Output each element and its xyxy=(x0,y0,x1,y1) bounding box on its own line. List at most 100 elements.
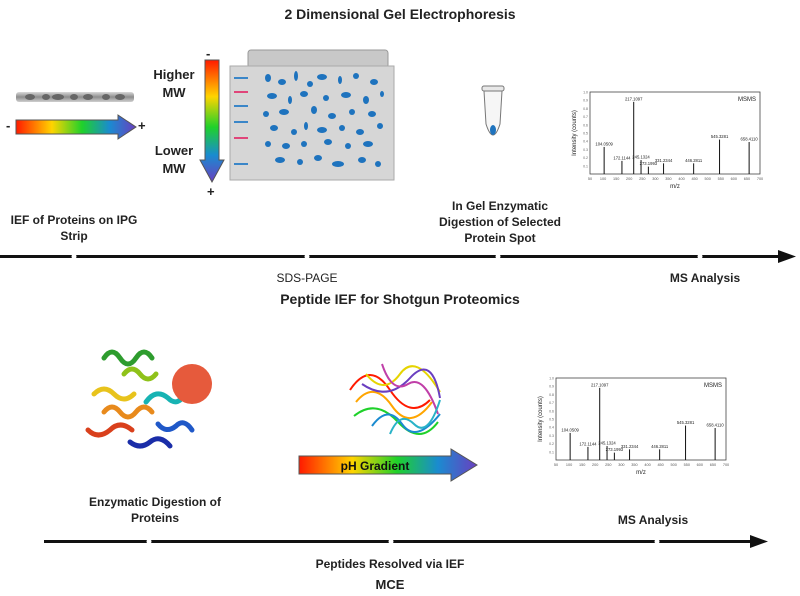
step-sds-page-label: SDS-PAGE xyxy=(276,271,338,285)
spectrum-top-ytick: 0.5 xyxy=(583,132,588,136)
spectrum-top-peak-label: 658.4110 xyxy=(741,137,759,142)
spectrum-top-peak-label: 331.2344 xyxy=(655,158,673,163)
step-digestion-label: In Gel Enzymatic Digestion of Selected P… xyxy=(438,199,562,245)
ipg-strip-image xyxy=(16,92,134,102)
spectrum-bottom-xtick: 550 xyxy=(684,463,690,467)
ms-spectrum-bottom: MSMS Intensity (counts) m/z 1.0 0.9 0.8 0.7 0.6… xyxy=(538,377,729,477)
bottom-timeline-arrow xyxy=(44,535,768,548)
strip-plus-label: + xyxy=(138,118,146,133)
spectrum-top-ytick: 0.6 xyxy=(583,123,588,127)
spectrum-top-xlabel: m/z xyxy=(670,184,680,190)
spectrum-bottom-xtick: 650 xyxy=(710,463,716,467)
spectrum-top-xtick: 150 xyxy=(613,177,619,181)
spectrum-bottom-tag: MSMS xyxy=(704,383,722,389)
peptides-image xyxy=(349,363,441,435)
spectrum-bottom-peak-label: 545.3281 xyxy=(677,420,695,425)
spectrum-bottom-xtick: 100 xyxy=(566,463,572,467)
spectrum-top-peak-label: 545.3281 xyxy=(711,134,729,139)
spectrum-top-xtick: 400 xyxy=(678,177,684,181)
gel-minus-label: - xyxy=(206,46,211,61)
spectrum-top-ytick: 0.8 xyxy=(583,107,588,111)
ph-gradient-label: pH Gradient xyxy=(340,459,410,473)
protein-structure-image xyxy=(85,349,212,449)
spectrum-top-ytick: 0.7 xyxy=(583,115,588,119)
ph-gradient-arrow xyxy=(298,448,478,482)
spectrum-bottom-ytick: 0.7 xyxy=(549,401,554,405)
spectrum-top-xtick: 650 xyxy=(744,177,750,181)
spectrum-bottom-peak-label: 172.1144 xyxy=(579,441,597,446)
spectrum-bottom-peak-label: 217.1097 xyxy=(591,382,609,387)
spectrum-top-xtick: 50 xyxy=(588,177,592,181)
spectrum-bottom-xtick: 300 xyxy=(618,463,624,467)
step-peptides-ief-label: Peptides Resolved via IEF xyxy=(315,557,465,571)
spectrum-top-ytick: 0.1 xyxy=(583,164,588,168)
spectrum-top-ytick: 1.0 xyxy=(583,91,588,95)
spectrum-bottom-peak-label: 446.2811 xyxy=(651,444,669,449)
spectrum-bottom-peak-label: 104.0509 xyxy=(561,427,579,432)
spectrum-bottom-xlabel: m/z xyxy=(636,470,646,476)
spectrum-top-ylabel: Intensity (counts) xyxy=(572,110,578,156)
top-title: 2 Dimensional Gel Electrophoresis xyxy=(284,6,516,22)
spectrum-top-peak-label: 104.0509 xyxy=(595,141,613,146)
step-ms-bottom-label: MS Analysis xyxy=(617,513,689,527)
spectrum-top-xtick: 700 xyxy=(757,177,763,181)
spectrum-top-peak-label: 273.1993 xyxy=(640,161,658,166)
spectrum-top-peak-label: 446.2811 xyxy=(685,158,703,163)
spectrum-bottom-ytick: 0.4 xyxy=(549,426,554,430)
spectrum-top-xtick: 300 xyxy=(652,177,658,181)
spectrum-top-ytick: 0.4 xyxy=(583,140,588,144)
spectrum-bottom-peak-label: 658.4110 xyxy=(707,423,725,428)
footer-label: MCE xyxy=(375,577,405,592)
spectrum-bottom-peak-label: 273.1993 xyxy=(606,447,624,452)
spectrum-bottom-ytick: 0.9 xyxy=(549,385,554,389)
spectrum-bottom-xtick: 500 xyxy=(671,463,677,467)
spectrum-bottom-ytick: 0.3 xyxy=(549,434,554,438)
sds-page-gel xyxy=(229,49,395,181)
spectrum-top-xtick: 250 xyxy=(639,177,645,181)
spectrum-top-xtick: 550 xyxy=(718,177,724,181)
higher-mw-label: Higher MW xyxy=(153,67,195,100)
ief-gradient-arrow xyxy=(15,114,137,140)
ms-spectrum-top: MSMS Intensity (counts) m/z 1.0 0.9 0.8 0.7 0.6… xyxy=(572,91,763,191)
spectrum-bottom-ytick: 0.8 xyxy=(549,393,554,397)
step-ms-top-label: MS Analysis xyxy=(669,271,741,285)
spectrum-bottom-xtick: 400 xyxy=(644,463,650,467)
spectrum-bottom-ytick: 0.5 xyxy=(549,418,554,422)
spectrum-bottom-ylabel: Intensity (counts) xyxy=(538,396,544,442)
spectrum-top-peak-label: 245.1324 xyxy=(632,155,650,160)
spectrum-top-tag: MSMS xyxy=(738,97,756,103)
spectrum-top-peak-label: 172.1144 xyxy=(613,155,631,160)
spectrum-top-peak-label: 217.1097 xyxy=(625,96,643,101)
spectrum-bottom-xtick: 50 xyxy=(554,463,558,467)
spectrum-bottom-xtick: 250 xyxy=(605,463,611,467)
mw-gradient-arrow xyxy=(199,59,225,184)
spectrum-bottom-xtick: 450 xyxy=(657,463,663,467)
lower-mw-label: Lower MW xyxy=(154,143,194,176)
spectrum-top-xtick: 600 xyxy=(731,177,737,181)
strip-minus-label: - xyxy=(6,118,11,133)
spectrum-top-ytick: 0.2 xyxy=(583,156,588,160)
spectrum-top-xtick: 450 xyxy=(691,177,697,181)
spectrum-bottom-ytick: 0.1 xyxy=(549,450,554,454)
spectrum-top-xtick: 200 xyxy=(626,177,632,181)
spectrum-bottom-ytick: 0.2 xyxy=(549,442,554,446)
spectrum-top-xtick: 500 xyxy=(705,177,711,181)
spectrum-bottom-xtick: 200 xyxy=(592,463,598,467)
spectrum-top-ytick: 0.9 xyxy=(583,99,588,103)
spectrum-bottom-ytick: 1.0 xyxy=(549,377,554,381)
spectrum-bottom-xtick: 350 xyxy=(631,463,637,467)
step-enzymatic-label: Enzymatic Digestion of Proteins xyxy=(88,495,222,525)
step-ief-label: IEF of Proteins on IPG Strip xyxy=(10,213,138,243)
spectrum-top-ytick: 0.3 xyxy=(583,148,588,152)
spectrum-bottom-peak-label: 245.1324 xyxy=(598,441,616,446)
spectrum-top-xtick: 100 xyxy=(600,177,606,181)
spectrum-bottom-peak-label: 331.2344 xyxy=(621,444,639,449)
tube-icon xyxy=(481,85,505,136)
gel-plus-label: + xyxy=(207,184,215,199)
spectrum-bottom-xtick: 150 xyxy=(579,463,585,467)
top-timeline-arrow xyxy=(0,250,796,263)
spectrum-top-xtick: 350 xyxy=(665,177,671,181)
bottom-title: Peptide IEF for Shotgun Proteomics xyxy=(280,291,520,307)
spectrum-bottom-xtick: 600 xyxy=(697,463,703,467)
spectrum-bottom-ytick: 0.6 xyxy=(549,409,554,413)
